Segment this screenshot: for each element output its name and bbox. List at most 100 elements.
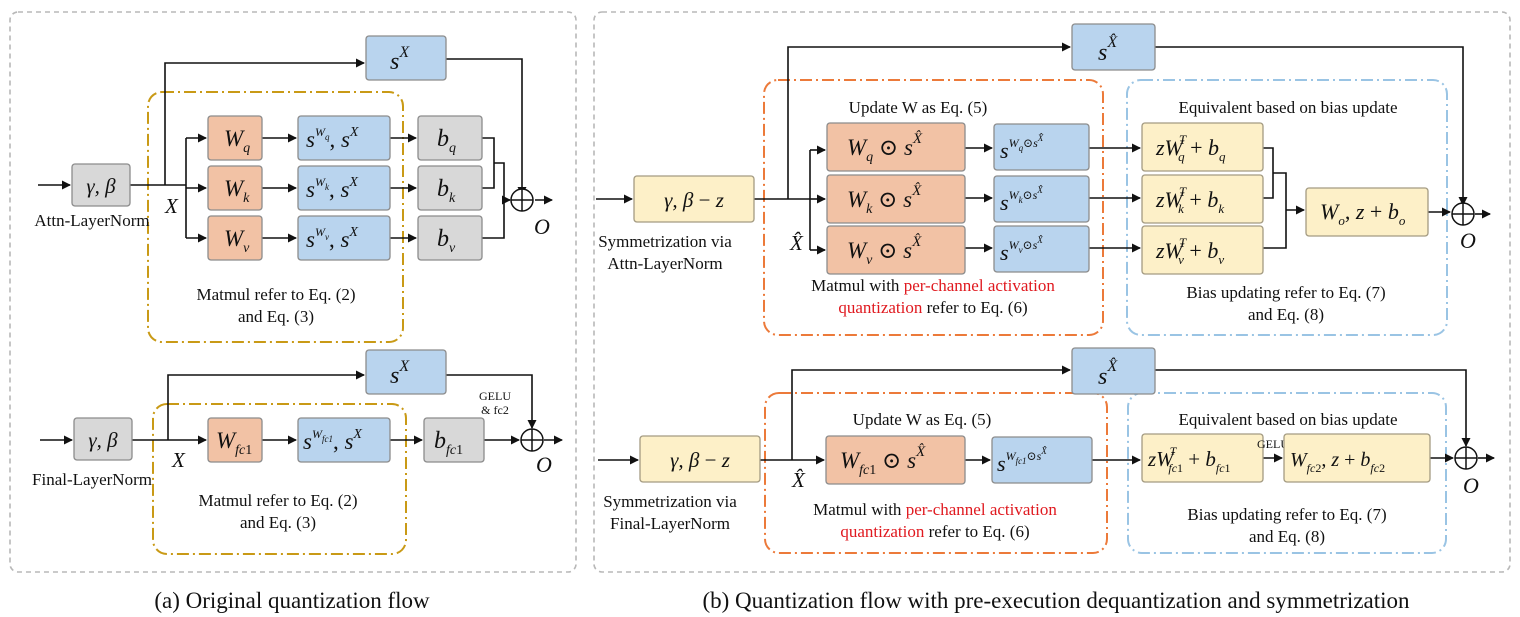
matmul-note-text: Matmul with	[811, 276, 904, 295]
output-o-label: O	[536, 452, 552, 477]
panel-b-ffn: γ, β − z Symmetrization via Final-LayerN…	[598, 347, 1495, 554]
weight-fc1-box	[825, 435, 966, 485]
matmul-group	[152, 403, 407, 555]
scale-fc1-box	[297, 417, 391, 463]
sum-node-icon	[1451, 202, 1475, 226]
bias-k-box	[1141, 174, 1264, 224]
weight-q-label: Wq ⊙ sX̂	[847, 131, 923, 165]
bias-note-line1: Bias updating refer to Eq. (7)	[1186, 283, 1385, 302]
sum-node-icon	[520, 428, 544, 452]
weight-k-label: Wk ⊙ sX̂	[847, 183, 922, 217]
output-projection-box	[1305, 187, 1429, 237]
output-projection-label: Wo, z + bo	[1320, 199, 1406, 228]
weight-q-box	[207, 115, 263, 161]
scale-v-box	[297, 215, 391, 261]
activation-scale-box	[365, 35, 447, 81]
layernorm-label-line2: Attn-LayerNorm	[607, 254, 722, 273]
bias-q-box	[1141, 122, 1264, 172]
fc2-box	[1283, 433, 1431, 483]
matmul-note-highlight: quantization	[840, 522, 925, 541]
matmul-note-highlight: per-channel activation	[904, 276, 1056, 295]
bias-v-box	[417, 215, 483, 261]
scale-q-box	[993, 123, 1090, 171]
scale-k-box	[297, 165, 391, 211]
gelu-label-line1: GELU	[479, 389, 511, 403]
bias-note-line2: and Eq. (8)	[1248, 305, 1324, 324]
gelu-label-line2: & fc2	[481, 403, 509, 417]
weight-q-box	[826, 122, 966, 172]
panel-b-caption: (b) Quantization flow with pre-execution…	[702, 588, 1410, 613]
weight-v-label: Wv ⊙ sX̂	[847, 234, 922, 268]
layernorm-label: Attn-LayerNorm	[34, 211, 149, 230]
scale-k-box	[993, 175, 1090, 223]
activation-scale-box	[365, 349, 447, 395]
matmul-note-line1: Matmul with per-channel activation	[811, 276, 1055, 295]
matmul-note-line1: Matmul refer to Eq. (2)	[198, 491, 357, 510]
bias-update-group	[1127, 392, 1447, 554]
panel-b: γ, β − z Symmetrization via Attn-LayerNo…	[593, 11, 1511, 613]
scale-fc1-box	[991, 436, 1093, 484]
output-o-label: O	[534, 214, 550, 239]
panel-a-caption: (a) Original quantization flow	[154, 588, 430, 613]
matmul-note-text: refer to Eq. (6)	[924, 522, 1029, 541]
input-x-label: X	[164, 194, 179, 218]
layernorm-params: γ, β	[86, 174, 116, 198]
sum-node-icon	[510, 188, 534, 212]
update-w-title: Update W as Eq. (5)	[853, 410, 992, 429]
layernorm-box	[633, 175, 755, 223]
matmul-note-text: refer to Eq. (6)	[922, 298, 1027, 317]
sum-node-icon	[1454, 446, 1478, 470]
input-xhat-label: X̂	[791, 468, 806, 492]
bias-fc1-box	[423, 417, 485, 463]
layernorm-box	[73, 417, 133, 461]
panel-a: γ, β Attn-LayerNorm X sX Wq Wk Wv sWq, s…	[9, 11, 577, 613]
layernorm-label: Final-LayerNorm	[32, 470, 152, 489]
scale-q-box	[297, 115, 391, 161]
input-xhat-label: X̂	[789, 231, 804, 255]
equivalent-title: Equivalent based on bias update	[1178, 98, 1397, 117]
bias-note-line2: and Eq. (8)	[1249, 527, 1325, 546]
panel-a-border	[9, 11, 577, 573]
scale-v-box	[993, 225, 1090, 273]
matmul-note-line1: Matmul refer to Eq. (2)	[196, 285, 355, 304]
layernorm-label-line2: Final-LayerNorm	[610, 514, 730, 533]
layernorm-label-line1: Symmetrization via	[598, 232, 732, 251]
matmul-note-line2: and Eq. (3)	[240, 513, 316, 532]
scale-fc1-label: sWfc1, sX	[303, 427, 362, 454]
equivalent-title: Equivalent based on bias update	[1178, 410, 1397, 429]
weight-v-box	[826, 225, 966, 275]
matmul-note-line2: and Eq. (3)	[238, 307, 314, 326]
bias-note-line1: Bias updating refer to Eq. (7)	[1187, 505, 1386, 524]
bias-fc1-box	[1141, 433, 1264, 483]
layernorm-params: γ, β	[88, 428, 118, 452]
matmul-note-line2: quantization refer to Eq. (6)	[838, 298, 1027, 317]
weight-fc1-label: Wfc1 ⊙ sX̂	[840, 444, 926, 478]
update-w-group	[764, 392, 1108, 554]
matmul-note-highlight: quantization	[838, 298, 923, 317]
matmul-note-text: Matmul with	[813, 500, 906, 519]
bias-v-box	[1141, 225, 1264, 275]
weight-k-box	[207, 165, 263, 211]
bias-q-box	[417, 115, 483, 161]
layernorm-params: γ, β − z	[670, 448, 730, 472]
input-x-label: X	[171, 448, 186, 472]
weight-fc1-box	[207, 417, 263, 463]
matmul-note-line1: Matmul with per-channel activation	[813, 500, 1057, 519]
output-o-label: O	[1460, 228, 1476, 253]
matmul-note-line2: quantization refer to Eq. (6)	[840, 522, 1029, 541]
panel-a-attention: γ, β Attn-LayerNorm X sX Wq Wk Wv sWq, s…	[34, 35, 553, 343]
layernorm-box	[639, 435, 761, 483]
activation-scale-box	[1071, 23, 1156, 71]
scale-q-label: sWq, sX	[306, 125, 359, 152]
layernorm-label-line1: Symmetrization via	[603, 492, 737, 511]
panel-a-ffn: γ, β Final-LayerNorm X sX Wfc1 sWfc1, sX…	[32, 349, 563, 555]
bias-k-box	[417, 165, 483, 211]
weight-k-box	[826, 174, 966, 224]
update-w-group	[763, 79, 1104, 336]
output-o-label: O	[1463, 473, 1479, 498]
fc2-label: Wfc2, z + bfc2	[1290, 449, 1385, 475]
